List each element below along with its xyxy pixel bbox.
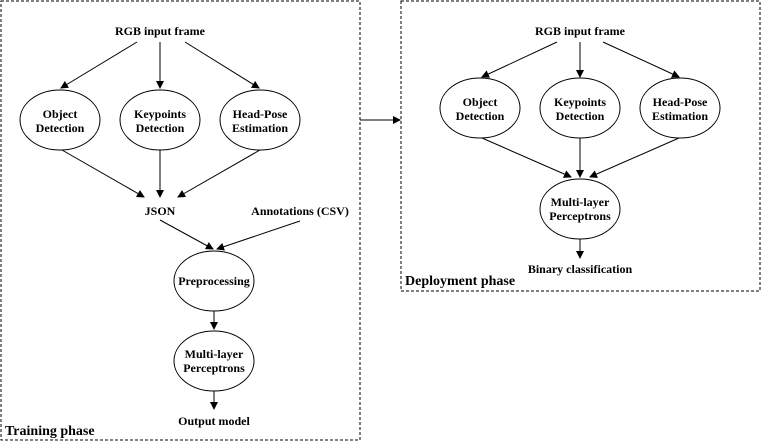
deployment-arrow-object-to-mlp <box>481 137 572 178</box>
training-keypoints-detection-line1: Keypoints <box>134 107 186 121</box>
deployment-keypoints-detection-line1: Keypoints <box>554 95 606 109</box>
training-phase-label: Training phase <box>5 424 95 439</box>
training-output-label: Output model <box>178 414 250 428</box>
training-annotations-label: Annotations (CSV) <box>251 204 349 218</box>
training-keypoints-detection-line2: Detection <box>136 121 185 135</box>
deployment-head-pose-line1: Head-Pose <box>653 95 708 109</box>
deployment-arrow-input-to-headpose <box>602 41 680 78</box>
deployment-mlp-line1: Multi-layer <box>551 195 610 209</box>
deployment-phase-panel: Deployment phase RGB input frame Object … <box>400 0 761 292</box>
training-input-label: RGB input frame <box>115 24 206 38</box>
deployment-object-detection-line1: Object <box>463 95 498 109</box>
training-head-pose-node: Head-Pose Estimation <box>219 89 301 151</box>
deployment-arrow-headpose-to-mlp <box>589 137 680 178</box>
training-mlp-line1: Multi-layer <box>185 347 244 361</box>
training-preprocessing-node: Preprocessing <box>173 250 255 312</box>
deployment-input-label: RGB input frame <box>535 24 626 38</box>
training-phase-frame <box>0 0 361 441</box>
training-keypoints-detection-node: Keypoints Detection <box>119 89 201 151</box>
training-arrow-input-to-headpose <box>184 41 260 89</box>
deployment-keypoints-detection-line2: Detection <box>556 109 605 123</box>
training-arrow-object-to-json <box>61 149 145 198</box>
training-arrow-annotations-to-preprocessing <box>216 220 301 251</box>
deployment-phase-frame <box>400 0 761 292</box>
deployment-keypoints-detection-node: Keypoints Detection <box>539 77 621 139</box>
deployment-output-label: Binary classification <box>528 262 633 276</box>
training-arrow-json-to-preprocessing <box>159 219 214 250</box>
training-mlp-line2: Perceptrons <box>183 361 245 375</box>
deployment-object-detection-node: Object Detection <box>439 77 521 139</box>
training-object-detection-node: Object Detection <box>19 89 101 151</box>
deployment-object-detection-line2: Detection <box>456 109 505 123</box>
training-head-pose-line1: Head-Pose <box>233 107 288 121</box>
deployment-mlp-node: Multi-layer Perceptrons <box>539 178 621 240</box>
training-mlp-node: Multi-layer Perceptrons <box>173 330 255 392</box>
deployment-mlp-line2: Perceptrons <box>549 209 611 223</box>
training-json-label: JSON <box>145 204 176 218</box>
training-object-detection-line2: Detection <box>36 121 85 135</box>
deployment-head-pose-line2: Estimation <box>652 109 708 123</box>
training-object-detection-line1: Object <box>43 107 78 121</box>
deployment-phase-label: Deployment phase <box>405 274 515 289</box>
deployment-head-pose-node: Head-Pose Estimation <box>639 77 721 139</box>
deployment-arrow-input-to-object <box>481 41 558 78</box>
training-arrow-headpose-to-json <box>177 149 261 198</box>
training-arrow-input-to-object <box>60 41 138 89</box>
training-head-pose-line2: Estimation <box>232 121 288 135</box>
training-phase-panel: Training phase RGB input frame Object De… <box>0 0 361 441</box>
training-preprocessing-label: Preprocessing <box>178 274 250 288</box>
